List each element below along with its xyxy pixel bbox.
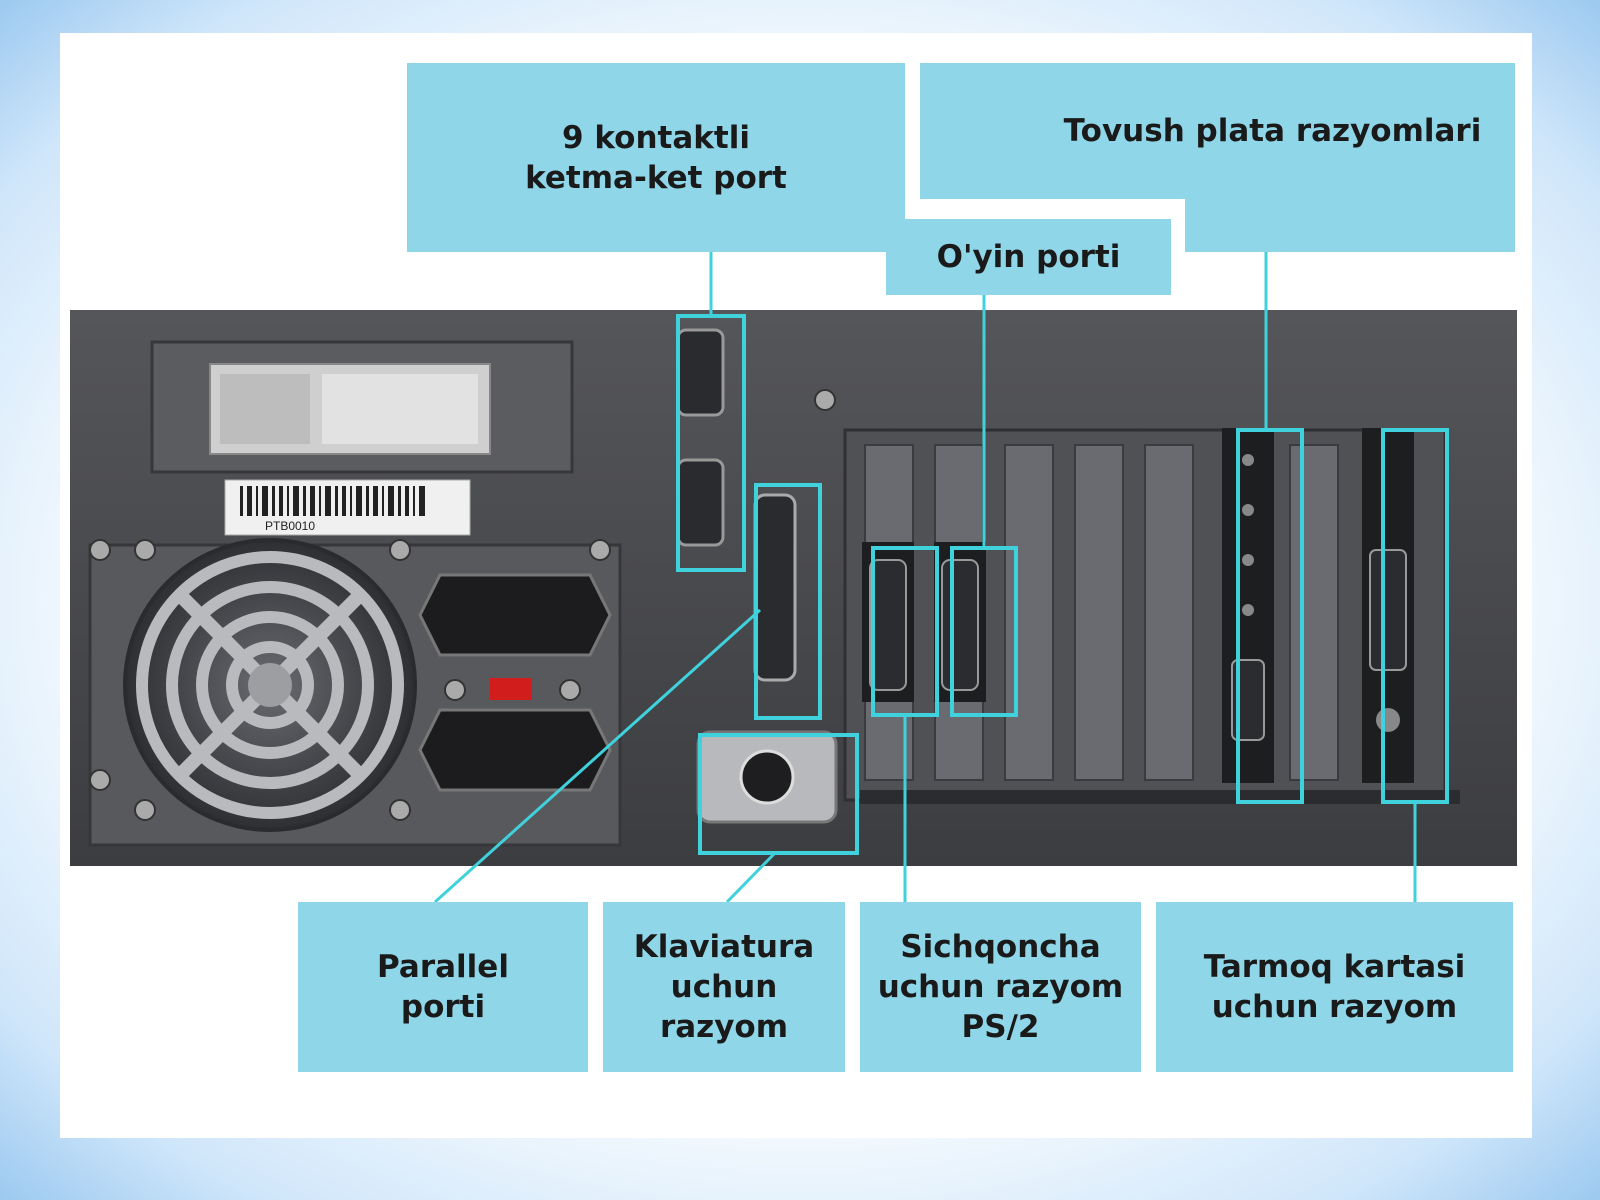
label-parallel-port: Parallel porti [298, 902, 588, 1072]
label-sound-card-stem [1185, 195, 1515, 252]
label-serial-port: 9 kontaktli ketma-ket port [407, 63, 905, 252]
barcode-text: PTB0010 [265, 519, 315, 533]
label-sound-card: Tovush plata razyomlari [920, 63, 1515, 199]
pc-rear-panel-photo: PTB0010 [70, 310, 1517, 866]
label-mouse-connector: Sichqoncha uchun razyom PS/2 [860, 902, 1141, 1072]
label-network-card-connector: Tarmoq kartasi uchun razyom [1156, 902, 1513, 1072]
label-keyboard-connector: Klaviatura uchun razyom [603, 902, 845, 1072]
label-game-port: O'yin porti [886, 219, 1171, 295]
